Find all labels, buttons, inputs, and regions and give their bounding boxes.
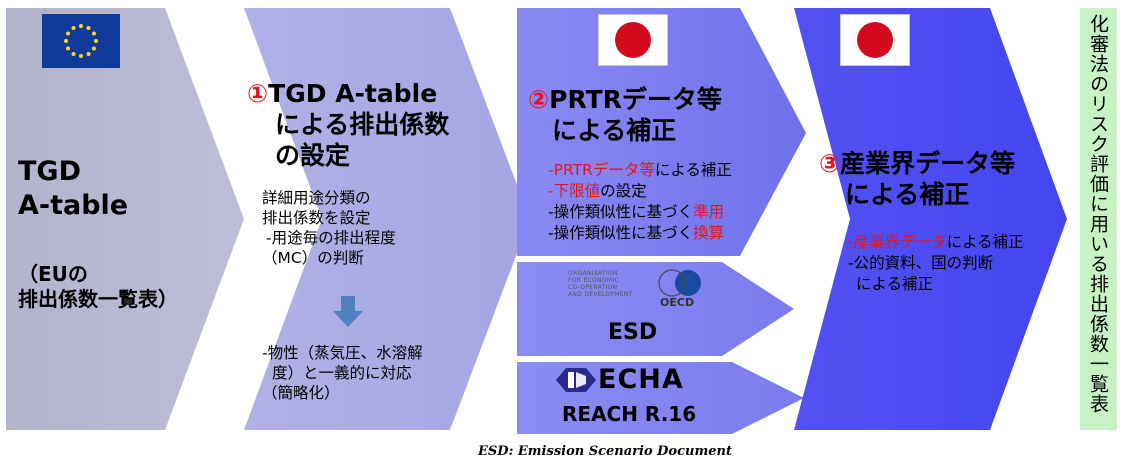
step3-list: -産業界データによる補正 -公的資料、国の判断 による補正 — [848, 232, 1024, 295]
step2-item-3: -操作類似性に基づく準用 — [548, 202, 732, 223]
oecd-org-line1: ORGANISATION — [568, 270, 618, 277]
eu-title-line1: TGD — [18, 156, 81, 187]
step3-title: ③産業界データ等 による補正 — [819, 148, 1015, 210]
step1-body-top: 詳細用途分類の 排出係数を設定 -用途毎の排出程度 （MC）の判断 — [262, 188, 396, 268]
step2-item-2-text: の設定 — [600, 182, 647, 200]
step2-item-1-text: による補正 — [654, 161, 732, 179]
step3-item-1-red: 産業界データ — [853, 233, 947, 251]
step1-body-line3: -用途毎の排出程度 — [266, 229, 396, 247]
eu-panel-subtitle: （EUの 排出係数一覧表） — [18, 262, 178, 312]
step2-item-1: -PRTRデータ等による補正 — [548, 160, 732, 181]
step2-title-line2: による補正 — [552, 116, 677, 145]
eu-stars — [64, 24, 98, 58]
step1-title-line3: の設定 — [275, 141, 351, 170]
step3-panel-shape — [794, 8, 1067, 430]
side-label-box — [1080, 8, 1117, 430]
step2-flag-sun — [615, 22, 651, 58]
step2-title: ②PRTRデータ等 による補正 — [528, 84, 722, 146]
step2-item-4-text: 操作類似性に基づく — [553, 224, 694, 242]
step1-title-line2: による排出係数 — [275, 110, 450, 139]
oecd-org-line4: AND DEVELOPMENT — [568, 291, 633, 298]
step3-item-3: による補正 — [856, 275, 934, 293]
eu-sub-line1: （EUの — [18, 262, 88, 286]
oecd-logo-icon — [658, 269, 701, 297]
step2-item-2: -下限値の設定 — [548, 181, 732, 202]
step3-item-1-dash: - — [848, 233, 854, 251]
step1-panel-shape — [244, 8, 530, 430]
step3-title-line1: ③産業界データ等 — [819, 148, 1015, 179]
step3-title-line2: による補正 — [845, 180, 970, 209]
step2-item-2-dash: - — [548, 182, 554, 200]
oecd-org-line3: CO-OPERATION — [568, 284, 618, 291]
eu-sub-line2: 排出係数一覧表） — [18, 287, 178, 311]
step3-title-text1: 産業界データ等 — [840, 149, 1016, 178]
footnote: ESD: Emission Scenario Document — [478, 444, 732, 459]
step1-body-line5: -物性（蒸気圧、水溶解 — [262, 344, 423, 362]
step2-japan-flag-icon — [598, 14, 668, 66]
step2-item-4-red: 換算 — [693, 224, 725, 242]
side-label: 化審法のリスク評価に用いる排出係数一覧表 — [1087, 14, 1109, 414]
step2-title-text1: PRTRデータ等 — [549, 85, 722, 114]
step1-title-text1: TGD A-table — [268, 79, 438, 108]
step2-item-1-red: PRTRデータ等 — [553, 161, 655, 179]
step1-title-line1: ①TGD A-table — [247, 78, 449, 109]
step1-body-line2: 排出係数を設定 — [262, 209, 371, 227]
step1-body-line4: （MC）の判断 — [262, 249, 364, 267]
step2-panel-shape — [517, 8, 806, 256]
oecd-org-text: ORGANISATION FOR ECONOMIC CO-OPERATION A… — [568, 270, 633, 298]
step1-title: ①TGD A-table による排出係数 の設定 — [247, 78, 449, 171]
step1-body-line6: 度）と一義的に対応 — [272, 364, 412, 382]
echa-logo-text: ECHA — [598, 364, 684, 395]
step1-body-line7: （簡略化） — [262, 384, 340, 402]
step3-japan-flag-icon — [840, 14, 910, 66]
step2-item-3-dash: - — [548, 203, 554, 221]
step1-number: ① — [247, 79, 269, 108]
step3-number: ③ — [819, 149, 841, 178]
step2-item-1-dash: - — [548, 161, 554, 179]
step1-body-bottom: -物性（蒸気圧、水溶解 度）と一義的に対応 （簡略化） — [262, 343, 423, 403]
eu-title-line2: A-table — [18, 190, 129, 221]
reach-label: REACH R.16 — [562, 402, 697, 426]
eu-flag-icon — [42, 14, 120, 68]
step2-item-3-text: 操作類似性に基づく — [553, 203, 694, 221]
step2-list: -PRTRデータ等による補正 -下限値の設定 -操作類似性に基づく準用 -操作類… — [548, 160, 732, 244]
oecd-org-line2: FOR ECONOMIC — [568, 277, 619, 284]
step2-item-2-red: 下限値 — [553, 182, 601, 200]
step2-item-4: -操作類似性に基づく換算 — [548, 223, 732, 244]
step2-number: ② — [528, 85, 550, 114]
eu-panel-title: TGD A-table — [18, 155, 128, 223]
esd-label: ESD — [608, 320, 658, 345]
oecd-logo-text: OECD — [660, 296, 695, 309]
step2-title-line1: ②PRTRデータ等 — [528, 84, 722, 115]
down-arrow-icon — [333, 296, 363, 327]
step3-item-1: -産業界データによる補正 — [848, 232, 1024, 253]
echa-logo-icon — [556, 368, 596, 392]
oecd-panel-shape — [517, 262, 794, 356]
step1-body-line1: 詳細用途分類の — [262, 189, 371, 207]
step3-flag-sun — [857, 22, 893, 58]
step2-item-4-dash: - — [548, 224, 554, 242]
step3-item-1-text: による補正 — [946, 233, 1024, 251]
eu-panel-shape — [6, 8, 244, 430]
step3-item-2: -公的資料、国の判断 — [848, 254, 994, 272]
step2-item-3-red: 準用 — [693, 203, 725, 221]
